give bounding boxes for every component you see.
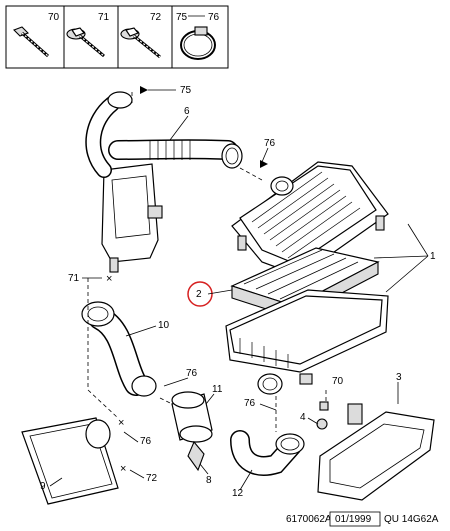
diagram-footer: 6170062A 01/1999 QU 14G62A bbox=[286, 511, 439, 527]
callout-4: 4 bbox=[300, 412, 306, 423]
legend-label-75: 75 bbox=[176, 12, 188, 23]
highlight-circle bbox=[187, 281, 213, 307]
bolt-washer-icon bbox=[66, 27, 105, 58]
legend-label-71: 71 bbox=[98, 12, 110, 23]
callout-12: 12 bbox=[232, 488, 244, 499]
footer-code: QU 14G62A bbox=[384, 514, 439, 525]
callout-8: 8 bbox=[206, 475, 212, 486]
callout-76-top: 76 bbox=[264, 138, 276, 149]
svg-text:×: × bbox=[120, 463, 126, 475]
callout-76-center: 76 bbox=[244, 398, 256, 409]
callout-72: 72 bbox=[146, 473, 158, 484]
legend-label-72: 72 bbox=[150, 12, 162, 23]
callout-70: 70 bbox=[332, 376, 344, 387]
fastener-4 bbox=[316, 418, 328, 430]
legend-label-70: 70 bbox=[48, 12, 60, 23]
footer-ref: 6170062A bbox=[286, 514, 332, 525]
callout-10: 10 bbox=[158, 320, 170, 331]
callout-1: 1 bbox=[430, 251, 436, 262]
air-hose-10 bbox=[81, 301, 157, 397]
callout-6: 6 bbox=[184, 106, 190, 117]
intake-scoop-9 bbox=[21, 417, 119, 505]
elbow-12 bbox=[230, 430, 305, 476]
bolt-icon bbox=[13, 26, 49, 58]
footer-date: 01/1999 bbox=[335, 514, 372, 525]
svg-text:×: × bbox=[106, 273, 112, 285]
callout-71: 71 bbox=[68, 273, 80, 284]
callout-3: 3 bbox=[396, 372, 402, 383]
air-filter-lid bbox=[231, 161, 389, 277]
mounting-tray-3 bbox=[317, 403, 435, 501]
callout-75: 75 bbox=[180, 85, 192, 96]
air-filter-base bbox=[225, 289, 389, 395]
callout-9: 9 bbox=[40, 481, 46, 492]
callout-76-left: 76 bbox=[140, 436, 152, 447]
callout-76-mid: 76 bbox=[186, 368, 198, 379]
hose-clamp-icon bbox=[180, 26, 216, 60]
svg-text:×: × bbox=[118, 417, 124, 429]
legend-label-76: 76 bbox=[208, 12, 220, 23]
callout-2: 2 bbox=[196, 289, 202, 300]
bolt-flange-icon bbox=[120, 27, 161, 59]
intake-resonator bbox=[101, 163, 163, 273]
air-hose-6 bbox=[85, 91, 243, 178]
callout-11: 11 bbox=[212, 384, 223, 395]
fastener-70 bbox=[319, 401, 329, 411]
air-flow-sensor bbox=[171, 391, 213, 472]
parts-legend: 70 71 72 75 76 bbox=[5, 5, 229, 69]
